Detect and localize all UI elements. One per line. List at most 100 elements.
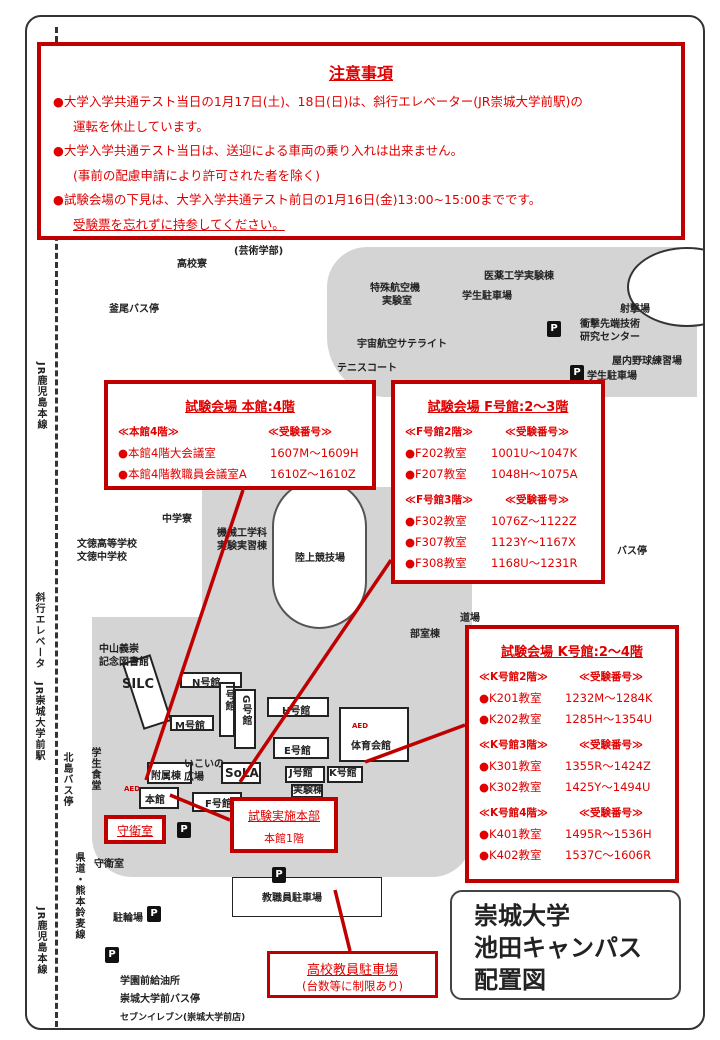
map-label: G号館	[240, 695, 251, 727]
connector-k	[364, 723, 466, 764]
notice-item-1: 大学入学共通テスト当日の1月17日(土)、18日(日)は、斜行エレベーター(JR…	[63, 94, 583, 109]
room-row: ●本館4階大会議室 1607M～1609H	[118, 443, 362, 464]
room-name: ●本館4階大会議室	[118, 446, 216, 460]
floor-header: ≪K号館2階≫≪受験番号≫	[479, 666, 665, 688]
room-name: ●F307教室	[405, 535, 467, 549]
room-row: ●F302教室 1076Z～1122Z	[405, 511, 591, 532]
map-label: 宇宙航空サテライト	[357, 339, 447, 350]
room-name: ●K301教室	[479, 759, 542, 773]
exam-number-range: 1123Y～1167X	[491, 535, 576, 549]
map-label: N号館	[192, 678, 221, 689]
notice-title: 注意事項	[328, 64, 393, 83]
map-label: 高校寮	[177, 259, 207, 270]
map-label: I号館	[223, 685, 234, 712]
exam-number-range: 1001U～1047K	[491, 446, 577, 460]
map-label: JR鹿児島本線	[35, 907, 46, 976]
map-label: 本館	[145, 795, 165, 806]
aed-icon: AED	[352, 722, 369, 730]
exam-number-range: 1610Z～1610Z	[270, 467, 356, 481]
room-name: ●F202教室	[405, 446, 467, 460]
exam-number-range: 1048H～1075A	[491, 467, 578, 481]
exam-hq-title: 試験実施本部	[247, 809, 320, 823]
map-label: 斜行エレベータ	[33, 592, 44, 669]
connector-f	[238, 559, 393, 783]
map-label: SILC	[122, 677, 155, 692]
map-label: JR鹿児島本線	[35, 362, 46, 431]
map-label: M号館	[175, 721, 205, 732]
room-row: ●F207教室 1048H～1075A	[405, 464, 591, 485]
room-name: ●F302教室	[405, 514, 467, 528]
map-label: 文徳中学校	[77, 552, 127, 563]
aed-icon: AED	[124, 785, 141, 793]
map-label: 医薬工学実験棟	[484, 271, 554, 282]
map-label: 機械工学科	[217, 528, 267, 539]
floor-header: ≪K号館3階≫≪受験番号≫	[479, 734, 665, 756]
floor-label: ≪F号館3階≫	[405, 494, 473, 506]
room-row: ●F202教室 1001U～1047K	[405, 443, 591, 464]
map-label: いこいの	[184, 759, 224, 770]
floor-header: ≪K号館4階≫ ≪受験番号≫	[479, 802, 665, 824]
teacher-parking-callout: 高校教員駐車場 (台数等に制限あり)	[267, 951, 438, 998]
map-label: H号館	[282, 706, 311, 717]
notice-item-2-cont: (事前の配慮申請により許可された者を除く)	[73, 167, 321, 183]
venue-title: 試験会場 本館:4階	[185, 400, 295, 415]
number-header: ≪受験番号≫	[505, 426, 569, 438]
map-label: 学園前給油所	[120, 976, 180, 987]
map-label: 教職員駐車場	[262, 893, 322, 904]
number-header: ≪受験番号≫	[579, 739, 643, 751]
map-label: F号館	[205, 799, 232, 810]
teacher-parking-title: 高校教員駐車場	[306, 963, 398, 978]
exam-number-range: 1076Z～1122Z	[491, 514, 577, 528]
map-label: 記念図書館	[99, 657, 149, 668]
floor-header: ≪F号館3階≫ ≪受験番号≫	[405, 489, 591, 511]
map-label: 中山義崇	[99, 644, 139, 655]
parking-icon: P	[147, 906, 161, 922]
exam-number-range: 1607M～1609H	[270, 446, 359, 460]
room-name: ●F207教室	[405, 467, 467, 481]
building-g	[234, 689, 256, 749]
number-header: ≪受験番号≫	[579, 807, 643, 819]
number-header: ≪受験番号≫	[505, 494, 569, 506]
map-label: 中学寮	[162, 514, 192, 525]
room-name: ●K202教室	[479, 712, 542, 726]
map-label: セブンイレブン(崇城大学前店)	[120, 1013, 246, 1023]
map-label: 文徳高等学校	[77, 539, 137, 550]
floor-header: ≪F号館2階≫≪受験番号≫	[405, 421, 591, 443]
building-k	[327, 766, 363, 783]
map-label: 駐輪場	[113, 913, 143, 924]
building-m	[170, 715, 214, 731]
exam-number-range: 1537C～1606R	[565, 848, 652, 862]
room-name: ●本館4階教職員会議室A	[118, 467, 247, 481]
map-label: J号館	[289, 768, 313, 779]
map-title-line: 崇城大学	[474, 902, 570, 930]
map-label: 特殊航空機	[370, 283, 420, 294]
floor-label: ≪K号館4階≫	[479, 807, 548, 819]
map-label: 崇城大学前バス停	[120, 994, 200, 1005]
track-field	[272, 479, 367, 629]
bullet: ●	[53, 192, 64, 207]
parking-icon: P	[272, 867, 286, 883]
parking-icon: P	[547, 321, 561, 337]
room-row: ●本館4階教職員会議室A 1610Z～1610Z	[118, 464, 362, 485]
map-label: 体育会館	[351, 741, 391, 752]
building-e	[273, 737, 329, 759]
notice-item-3-cont: 受験票を忘れずに持参してください。	[73, 216, 285, 232]
map-label: 陸上競技場	[295, 553, 345, 564]
map-label: 守衛室	[94, 859, 124, 870]
venue-title: 試験会場 F号館:2～3階	[427, 400, 569, 415]
notice-item-3: 試験会場の下見は、大学入学共通テスト前日の1月16日(金)13:00~15:00…	[63, 192, 542, 207]
notice-item-1-cont: 運転を休止しています。	[73, 118, 209, 134]
bullet: ●	[53, 94, 64, 109]
map-label: (芸術学部)	[234, 246, 284, 257]
map-label: 学生食堂	[89, 747, 100, 791]
floor-label: ≪本館4階≫	[118, 426, 179, 438]
map-label: 射撃場	[620, 304, 650, 315]
